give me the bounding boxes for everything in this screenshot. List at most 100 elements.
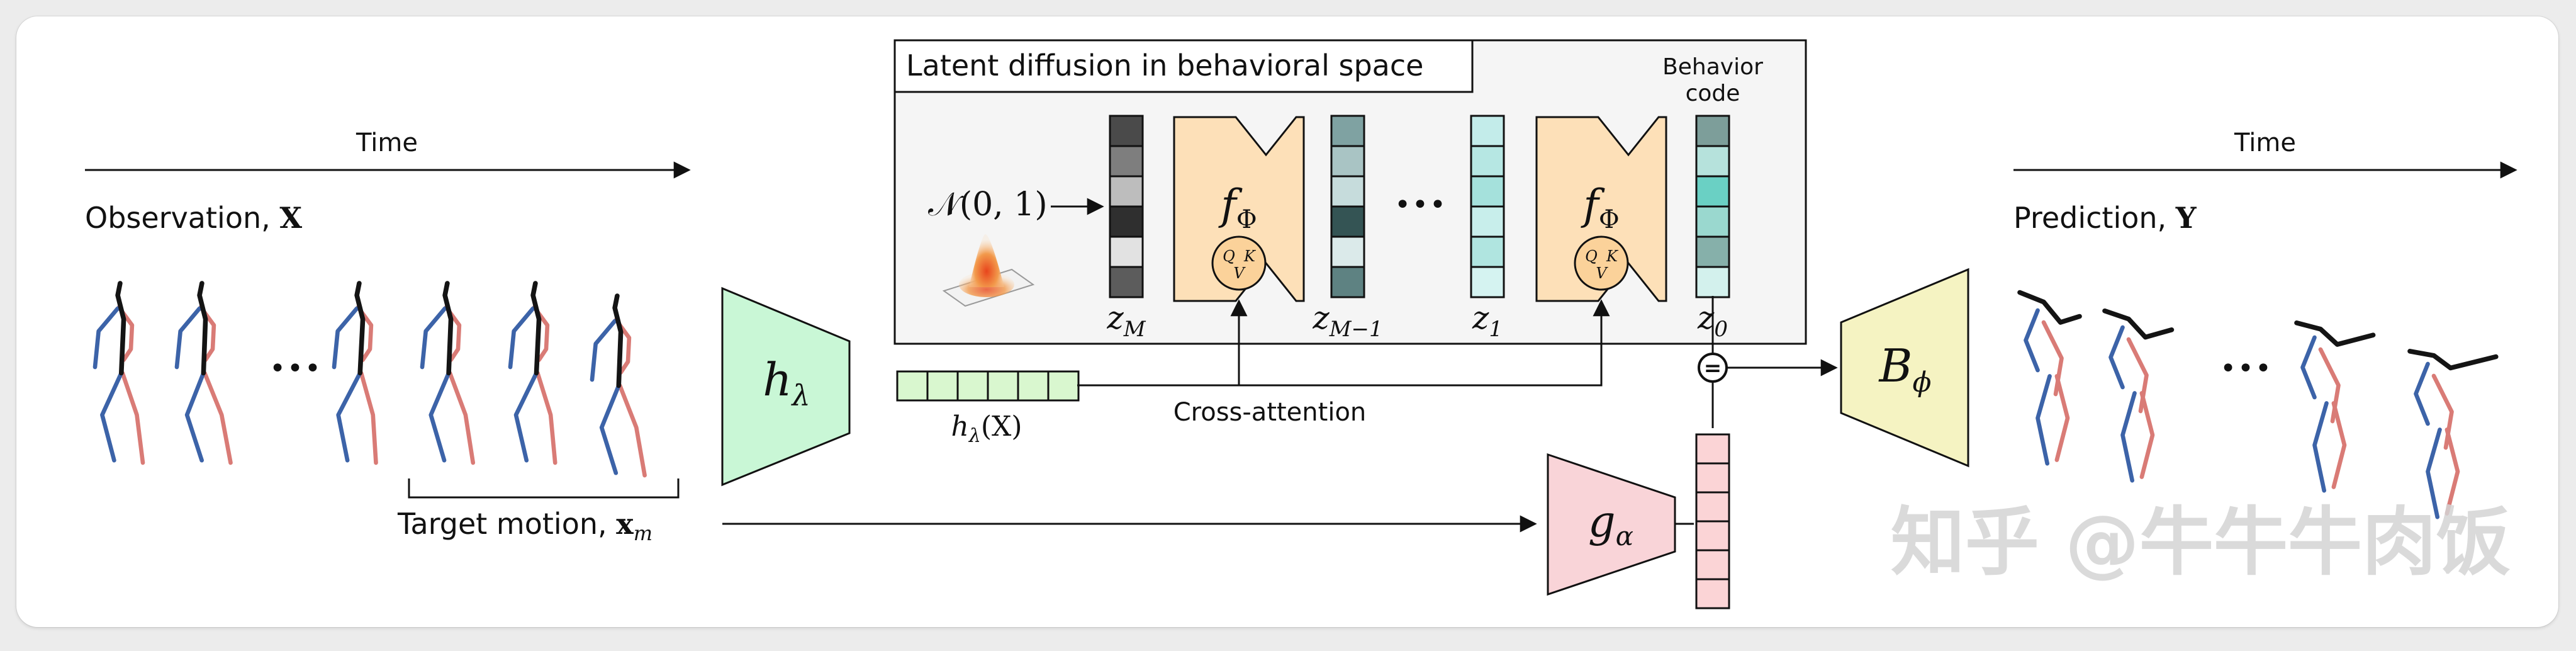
svg-text:K: K (1243, 247, 1257, 265)
latent-z1 (1470, 115, 1505, 298)
latent-z1-cell (1470, 235, 1505, 268)
latent-zM (1109, 115, 1144, 298)
latent-z0 (1695, 115, 1730, 298)
motion-encoder-trapezoid (1547, 453, 1676, 596)
latent-z1-cell (1470, 266, 1505, 298)
time-label-right: Time (2234, 128, 2296, 157)
motion-code-cell (1695, 520, 1730, 552)
latent-zM-cell (1109, 266, 1144, 298)
behavior-code-label-1: Behavior (1662, 54, 1763, 80)
decoder-b-phi: Bϕ (1840, 268, 1969, 468)
svg-text:Bϕ: Bϕ (1878, 339, 1932, 399)
context-embedding-cell (956, 370, 989, 402)
observation-skeleton (420, 281, 476, 465)
svg-text:gα: gα (1588, 497, 1633, 552)
latent-z1-cell (1470, 145, 1505, 178)
latent-columns: zM zM−1 z1 z0 (1106, 115, 1730, 342)
observation-skeleton (92, 281, 145, 465)
diffusion-title: Latent diffusion in behavioral space (906, 48, 1423, 82)
prediction-skeleton (2017, 290, 2082, 466)
qkv-attention-1 (1211, 235, 1267, 291)
encoder-trapezoid (721, 286, 851, 487)
prediction-skeletons (2017, 290, 2499, 519)
latent-zM1-cell (1330, 115, 1365, 147)
latent-z0-cell (1695, 175, 1730, 208)
gaussian-icon (942, 234, 1035, 307)
denoiser-2-shape (1535, 116, 1667, 302)
latent-z0-cell (1695, 235, 1730, 268)
context-embedding-cells (896, 370, 1080, 402)
svg-text:V: V (1596, 264, 1608, 282)
motion-encoder-g-alpha: gα (1547, 453, 1694, 596)
latent-z0-cell (1695, 266, 1730, 298)
encoder-h-lambda: hλ (721, 286, 851, 487)
svg-text:hλ: hλ (763, 353, 810, 412)
denoiser-1: fΦ Q K V (1173, 116, 1305, 302)
observation-ellipsis: ••• (269, 353, 322, 385)
motion-code-cell (1695, 491, 1730, 523)
motion-code-column (1695, 433, 1730, 609)
latent-z0-cell (1695, 205, 1730, 238)
latent-diffusion-box: Latent diffusion in behavioral space 𝒩(0… (893, 39, 1807, 345)
diffusion-title-tab (893, 39, 1474, 93)
svg-text:K: K (1606, 247, 1619, 265)
qkv-attention-2 (1574, 235, 1629, 291)
prediction-label: Prediction, Y (2013, 201, 2197, 235)
latent-zM1-cell (1330, 266, 1365, 298)
svg-text:Q: Q (1585, 247, 1598, 265)
latent-zM1 (1330, 115, 1365, 298)
context-embedding-label: hλ(X) (951, 410, 1022, 447)
latent-z0-cell (1695, 115, 1730, 147)
observation-panel: Time Observation, X ••• Target motion, x… (85, 128, 1537, 545)
latent-z1-cell (1470, 115, 1505, 147)
prediction-skeleton (2102, 308, 2175, 483)
observation-skeletons (92, 281, 647, 478)
motion-code-cell (1695, 433, 1730, 465)
svg-text:=: = (1704, 356, 1722, 381)
target-motion-bracket (408, 478, 680, 499)
latent-zM1-cell (1330, 235, 1365, 268)
prediction-panel: Time Prediction, Y ••• (2013, 128, 2517, 519)
watermark: 知乎 @牛牛牛肉饭 (1891, 499, 2511, 586)
latent-zM1-cell (1330, 145, 1365, 178)
latent-label-z1: z1 (1472, 300, 1503, 342)
noise-label: 𝒩(0, 1) (928, 186, 1048, 224)
observation-skeleton (174, 281, 233, 465)
latent-label-zM1: zM−1 (1312, 300, 1382, 342)
latent-zM-cell (1109, 115, 1144, 147)
latent-zM-cell (1109, 205, 1144, 238)
target-motion-label: Target motion, xm (397, 507, 652, 545)
observation-skeleton (332, 281, 378, 465)
combine-node: = (1698, 296, 1838, 428)
svg-text:fΦ: fΦ (1218, 181, 1257, 234)
cross-attention-label: Cross-attention (1173, 398, 1367, 427)
prediction-skeleton (2294, 320, 2376, 493)
observation-label: Observation, X (85, 201, 302, 235)
cross-attention-lines (1077, 299, 1610, 387)
time-label-left: Time (356, 128, 418, 157)
prediction-ellipsis: ••• (2220, 353, 2273, 385)
behavior-code-label-2: code (1686, 81, 1740, 106)
latent-zM-cell (1109, 145, 1144, 178)
prediction-skeleton (2407, 349, 2499, 519)
motion-code (1695, 433, 1730, 609)
latent-zM-cell (1109, 175, 1144, 208)
decoder-trapezoid (1840, 268, 1969, 468)
latent-z1-cell (1470, 175, 1505, 208)
svg-text:Q: Q (1223, 247, 1235, 265)
latent-label-z0: z0 (1697, 300, 1728, 342)
motion-code-cell (1695, 578, 1730, 609)
latent-zM1-cell (1330, 205, 1365, 238)
context-embedding-cell (1047, 370, 1080, 402)
latent-zM-cell (1109, 235, 1144, 268)
latent-zM1-cell (1330, 175, 1365, 208)
latent-label-zM: zM (1106, 300, 1146, 342)
denoiser-2: fΦ Q K V (1535, 116, 1667, 302)
context-embedding: hλ(X) Cross-attention (896, 370, 1367, 447)
diffusion-ellipsis: ••• (1394, 189, 1447, 221)
context-embedding-cell (926, 370, 959, 402)
context-embedding-cell (987, 370, 1019, 402)
svg-text:V: V (1233, 264, 1246, 282)
latent-z0-cell (1695, 145, 1730, 178)
